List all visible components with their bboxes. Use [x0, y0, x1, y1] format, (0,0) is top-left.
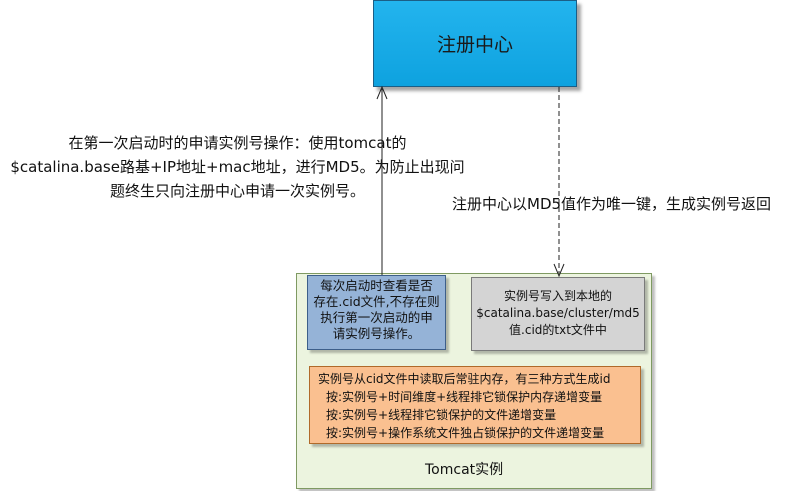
request-arrow-head — [376, 85, 388, 100]
response-arrow-head — [553, 263, 565, 278]
id-generation-line: 按:实例号+操作系统文件独占锁保护的文件递增变量 — [326, 426, 605, 440]
write-cid-line: 值.cid的txt文件中 — [509, 323, 607, 337]
request-note-line: $catalina.base路基+IP地址+mac地址，进行MD5。为防止出现问 — [10, 158, 465, 176]
tomcat-instance-label: Tomcat实例 — [425, 462, 504, 478]
request-note: 在第一次启动时的申请实例号操作：使用tomcat的 $catalina.base… — [0, 131, 475, 203]
startup-check-line: 请实例号操作。 — [332, 326, 421, 341]
request-note-line: 题终生只向注册中心申请一次实例号。 — [109, 182, 365, 200]
startup-check-line: 存在.cid文件,不存在则 — [313, 294, 440, 309]
startup-check-line: 每次启动时查看是否 — [320, 278, 433, 293]
write-cid-line: $catalina.base/cluster/md5 — [476, 306, 640, 320]
request-note-line: 在第一次启动时的申请实例号操作：使用tomcat的 — [68, 134, 407, 152]
registry-center-label: 注册中心 — [436, 34, 513, 56]
registry-center-box: 注册中心 — [373, 0, 577, 87]
id-generation-line: 按:实例号+线程排它锁保护的文件递增变量 — [326, 408, 557, 422]
write-cid-line: 实例号写入到本地的 — [503, 289, 612, 303]
write-cid-box: 实例号写入到本地的 $catalina.base/cluster/md5 值.c… — [471, 277, 645, 351]
response-note: 注册中心以MD5值作为唯一键，生成实例号返回 — [452, 195, 772, 213]
id-generation-line: 实例号从cid文件中读取后常驻内存，有三种方式生成id — [318, 372, 611, 386]
id-generation-line: 按:实例号+时间维度+线程排它锁保护内存递增变量 — [326, 390, 603, 404]
startup-check-line: 执行第一次启动的申 — [320, 310, 433, 325]
id-generation-box: 实例号从cid文件中读取后常驻内存，有三种方式生成id 按:实例号+时间维度+线… — [309, 366, 641, 444]
startup-check-box: 每次启动时查看是否 存在.cid文件,不存在则 执行第一次启动的申 请实例号操作… — [307, 275, 446, 350]
